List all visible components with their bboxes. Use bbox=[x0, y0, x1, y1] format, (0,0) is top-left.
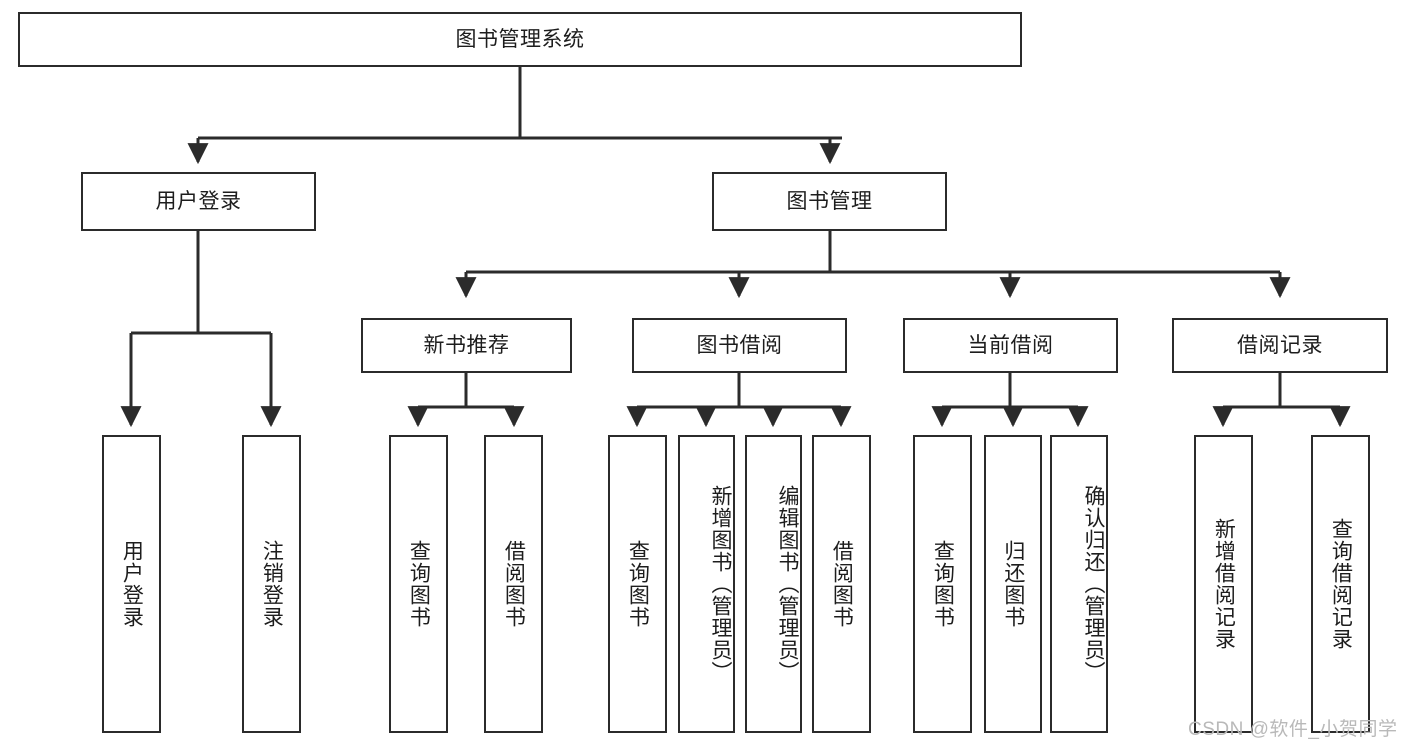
leaf-logout-login[interactable]: 注销登录 bbox=[242, 435, 301, 733]
leaf-label: 用户登录 bbox=[120, 540, 144, 628]
leaf-user-login[interactable]: 用户登录 bbox=[102, 435, 161, 733]
leaf-label: 借阅图书 bbox=[502, 540, 526, 628]
node-label: 当前借阅 bbox=[967, 333, 1054, 357]
node-current-borrow[interactable]: 当前借阅 bbox=[903, 318, 1118, 373]
leaf-label: 编辑图书（管理员） bbox=[776, 485, 799, 683]
node-borrow-record[interactable]: 借阅记录 bbox=[1172, 318, 1388, 373]
leaf-edit-book-admin[interactable]: 编辑图书（管理员） bbox=[745, 435, 802, 733]
leaf-query-book-recommend[interactable]: 查询图书 bbox=[389, 435, 448, 733]
leaf-label: 查询借阅记录 bbox=[1329, 518, 1353, 650]
leaf-label: 借阅图书 bbox=[830, 540, 854, 628]
leaf-label: 归还图书 bbox=[1001, 540, 1025, 628]
leaf-confirm-return-admin[interactable]: 确认归还（管理员） bbox=[1050, 435, 1108, 733]
node-label: 图书借阅 bbox=[696, 333, 783, 357]
node-label: 借阅记录 bbox=[1237, 333, 1323, 357]
leaf-label: 查询图书 bbox=[407, 540, 431, 628]
leaf-borrow-book-recommend[interactable]: 借阅图书 bbox=[484, 435, 543, 733]
leaf-return-book[interactable]: 归还图书 bbox=[984, 435, 1042, 733]
csdn-watermark: CSDN @软件_小贺同学 bbox=[1188, 719, 1398, 740]
leaf-add-borrow-record[interactable]: 新增借阅记录 bbox=[1194, 435, 1253, 733]
node-label: 新书推荐 bbox=[423, 333, 510, 357]
leaf-query-borrow-record[interactable]: 查询借阅记录 bbox=[1311, 435, 1370, 733]
leaf-label: 注销登录 bbox=[260, 540, 284, 628]
node-user-login[interactable]: 用户登录 bbox=[81, 172, 316, 231]
leaf-label: 新增借阅记录 bbox=[1212, 518, 1236, 650]
node-label: 图书管理系统 bbox=[455, 27, 585, 51]
node-root-book-management-system[interactable]: 图书管理系统 bbox=[18, 12, 1022, 67]
leaf-borrow-book[interactable]: 借阅图书 bbox=[812, 435, 871, 733]
node-book-borrow[interactable]: 图书借阅 bbox=[632, 318, 847, 373]
leaf-query-book-borrow[interactable]: 查询图书 bbox=[608, 435, 667, 733]
leaf-label: 确认归还（管理员） bbox=[1082, 485, 1105, 683]
node-label: 图书管理 bbox=[786, 189, 873, 213]
leaf-label: 查询图书 bbox=[626, 540, 650, 628]
node-new-book-recommend[interactable]: 新书推荐 bbox=[361, 318, 572, 373]
leaf-query-book-current[interactable]: 查询图书 bbox=[913, 435, 972, 733]
leaf-label: 查询图书 bbox=[931, 540, 955, 628]
node-book-management[interactable]: 图书管理 bbox=[712, 172, 947, 231]
leaf-label: 新增图书（管理员） bbox=[709, 485, 732, 683]
node-label: 用户登录 bbox=[155, 189, 242, 213]
leaf-add-book-admin[interactable]: 新增图书（管理员） bbox=[678, 435, 735, 733]
